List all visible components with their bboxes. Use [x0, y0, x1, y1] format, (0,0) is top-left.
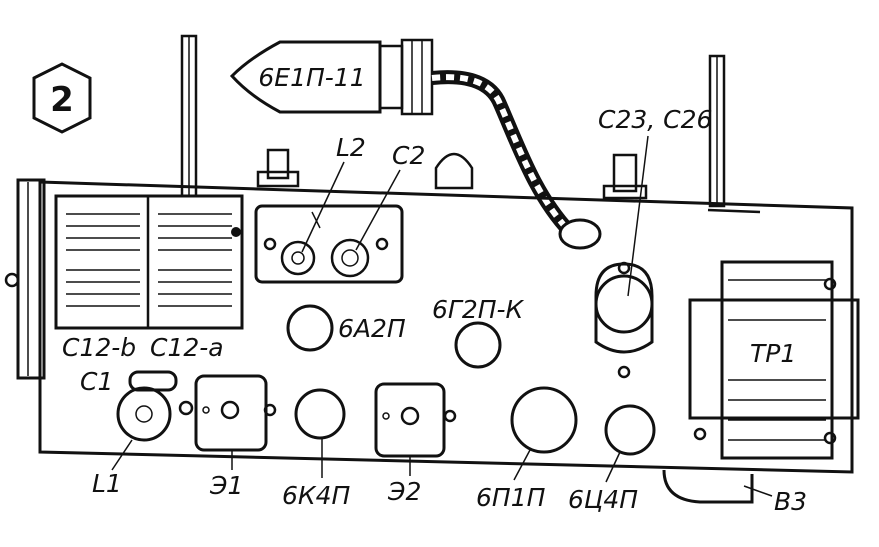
label-l1: L1 [92, 469, 122, 498]
tube-6e1p-11: 6Е1П-11 [229, 38, 434, 116]
l2-c2-panel: L2 C2 [254, 133, 425, 284]
fuse-holder-b3: В3 [662, 469, 807, 516]
capacitor-c1: C1 [80, 367, 178, 396]
tube-socket-6g2pk: 6Г2П-К [432, 295, 525, 369]
tube-socket-6k4p: 6К4П [282, 388, 351, 510]
transformer-tr1: ТР1 [688, 260, 860, 460]
label-c2: C2 [392, 141, 425, 170]
variable-capacitor-c12: C12-b C12-a [54, 194, 244, 362]
label-e2: Э2 [387, 477, 421, 506]
label-6g2pk: 6Г2П-К [432, 295, 525, 324]
left-rod [180, 34, 198, 198]
filter-e1: Э1 [194, 374, 277, 500]
figure-number-badge: 2 [32, 62, 92, 134]
right-rod [708, 54, 726, 208]
label-l2: L2 [336, 133, 366, 162]
label-6a2p: 6А2П [338, 314, 406, 343]
pilot-lamp [434, 152, 474, 190]
knob-shaft-left [256, 148, 300, 188]
label-c12b: C12-b [62, 333, 136, 362]
label-6p1p: 6П1П [476, 483, 546, 512]
tube-cable [431, 70, 602, 250]
tube-socket-6p1p: 6П1П [476, 386, 578, 512]
label-tr1: ТР1 [750, 339, 796, 368]
knob-shaft-right [602, 153, 648, 200]
label-v3: В3 [774, 487, 807, 516]
label-6c4p: 6Ц4П [568, 485, 638, 514]
tube-socket-6a2p: 6А2П [286, 304, 406, 352]
label-c1: C1 [80, 367, 113, 396]
coil-l1: L1 [92, 386, 194, 498]
chassis [38, 180, 854, 474]
label-c23-c26: C23, C26 [598, 105, 712, 134]
filter-e2: Э2 [374, 382, 457, 506]
tube-socket-6c4p: 6Ц4П [568, 404, 656, 514]
label-tube-top: 6Е1П-11 [258, 63, 365, 92]
label-c12a: C12-a [150, 333, 224, 362]
label-6k4p: 6К4П [282, 481, 351, 510]
front-panel-edge [4, 178, 46, 380]
label-e1: Э1 [209, 471, 243, 500]
capacitor-c23-c26: C23, C26 [594, 105, 712, 379]
figure-number: 2 [50, 80, 74, 120]
